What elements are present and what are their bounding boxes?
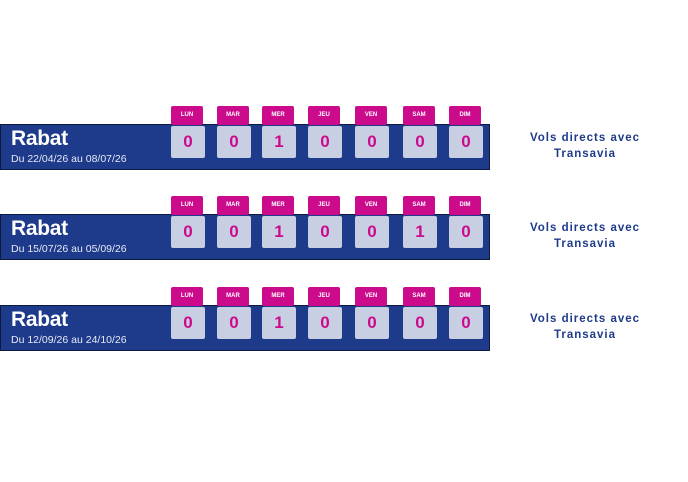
note-line-2: Transavia (553, 238, 617, 250)
day-label: DIM (449, 196, 481, 215)
day-label: LUN (171, 106, 203, 125)
airline-note: Vols directs avec Transavia (510, 311, 660, 343)
flight-count: 1 (262, 307, 296, 339)
note-line-2: Transavia (553, 329, 617, 341)
flight-count: 0 (171, 126, 205, 158)
day-label: MAR (217, 106, 249, 125)
flight-count: 0 (308, 216, 342, 248)
flight-count: 0 (403, 126, 437, 158)
date-range: Du 22/04/26 au 08/07/26 (11, 153, 127, 165)
flight-count: 0 (171, 216, 205, 248)
day-label: DIM (449, 106, 481, 125)
flight-count: 0 (449, 307, 483, 339)
flight-count: 0 (217, 307, 251, 339)
day-label: JEU (308, 196, 340, 215)
day-label: JEU (308, 106, 340, 125)
flight-count: 0 (355, 126, 389, 158)
note-line-2: Transavia (553, 148, 617, 160)
flight-count: 1 (262, 216, 296, 248)
city-name: Rabat (11, 308, 68, 331)
note-line-1: Vols directs avec (529, 132, 641, 144)
flight-count: 0 (355, 216, 389, 248)
airline-note: Vols directs avec Transavia (510, 130, 660, 162)
date-range: Du 12/09/26 au 24/10/26 (11, 334, 127, 346)
day-label: VEN (355, 196, 387, 215)
day-label: JEU (308, 287, 340, 306)
airline-note: Vols directs avec Transavia (510, 220, 660, 252)
note-line-1: Vols directs avec (529, 222, 641, 234)
day-label: MER (262, 287, 294, 306)
day-label: DIM (449, 287, 481, 306)
flight-count: 0 (449, 126, 483, 158)
note-line-1: Vols directs avec (529, 313, 641, 325)
day-label: VEN (355, 106, 387, 125)
flight-count: 0 (217, 126, 251, 158)
date-range: Du 15/07/26 au 05/09/26 (11, 243, 127, 255)
flight-count: 0 (449, 216, 483, 248)
day-label: MAR (217, 196, 249, 215)
flight-count: 1 (262, 126, 296, 158)
city-name: Rabat (11, 127, 68, 150)
flight-count: 0 (171, 307, 205, 339)
day-label: MER (262, 106, 294, 125)
day-label: LUN (171, 196, 203, 215)
flight-count: 0 (403, 307, 437, 339)
flight-count: 0 (355, 307, 389, 339)
flight-count: 0 (308, 307, 342, 339)
flight-count: 0 (308, 126, 342, 158)
day-label: VEN (355, 287, 387, 306)
day-label: MAR (217, 287, 249, 306)
day-label: MER (262, 196, 294, 215)
day-label: SAM (403, 196, 435, 215)
day-label: SAM (403, 287, 435, 306)
day-label: SAM (403, 106, 435, 125)
city-name: Rabat (11, 217, 68, 240)
flight-count: 1 (403, 216, 437, 248)
day-label: LUN (171, 287, 203, 306)
flight-count: 0 (217, 216, 251, 248)
